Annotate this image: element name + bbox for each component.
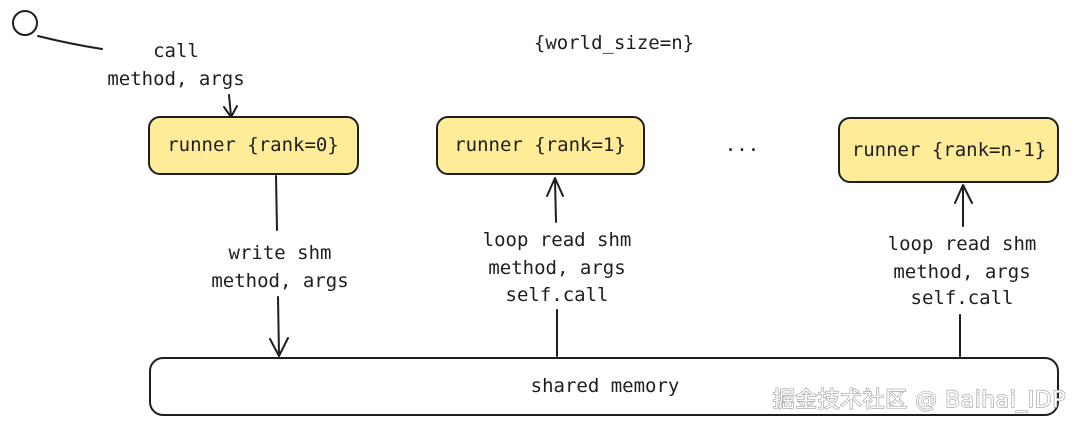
world-size-label: {world_size=n} <box>534 32 694 54</box>
loop-read-arrow-rank-n-minus-1 <box>954 184 973 357</box>
runner-rank-0-label: runner {rank=0} <box>167 134 339 156</box>
runner-rank-n-minus-1: runner {rank=n-1} <box>838 117 1059 183</box>
watermark: 掘金技术社区 @ Baihai_IDP <box>773 388 1066 413</box>
loop-read-arrow-rank-1 <box>546 177 564 357</box>
runner-rank-0: runner {rank=0} <box>148 116 359 175</box>
loop-rank-1-line1: loop read shm <box>483 229 632 251</box>
call-arrow <box>223 94 238 118</box>
circle-head-icon <box>12 10 38 36</box>
caller-actor <box>12 10 103 50</box>
loop-rank-n-minus-1-line2: method, args <box>893 261 1030 283</box>
shared-memory-label: shared memory <box>531 375 680 397</box>
shared-memory: shared memory <box>149 357 1059 416</box>
runner-rank-1: runner {rank=1} <box>436 116 645 175</box>
loop-rank-1-line2: method, args <box>488 257 625 279</box>
runner-rank-1-label: runner {rank=1} <box>454 134 626 156</box>
caller-line <box>37 35 103 50</box>
call-label-line2: method, args <box>107 68 244 90</box>
call-label-line1: call <box>153 40 199 62</box>
write-arrow <box>269 175 289 357</box>
write-label-line2: method, args <box>211 270 348 292</box>
write-label-line1: write shm <box>229 242 332 264</box>
loop-rank-n-minus-1-line1: loop read shm <box>888 233 1037 255</box>
loop-rank-n-minus-1-line3: self.call <box>911 287 1014 309</box>
runner-rank-n-minus-1-label: runner {rank=n-1} <box>852 139 1046 161</box>
loop-rank-1-line3: self.call <box>506 284 609 306</box>
ellipsis: ... <box>725 134 759 156</box>
